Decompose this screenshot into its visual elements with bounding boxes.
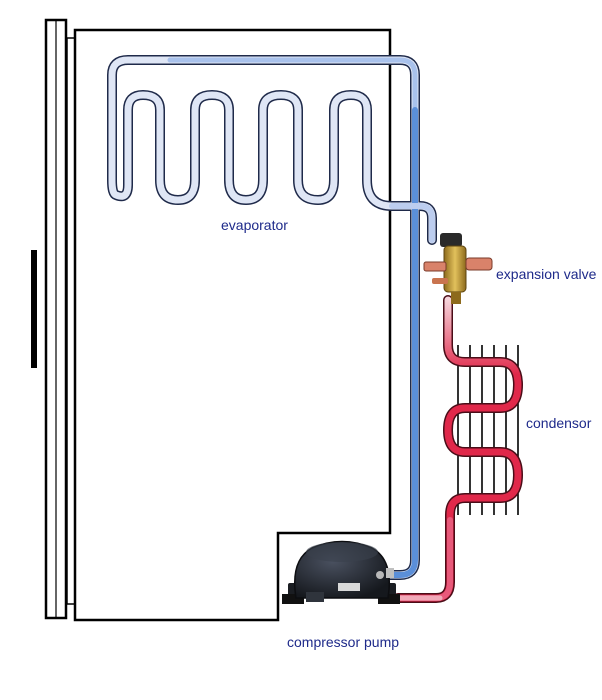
- expansion-valve-label: expansion valve: [496, 266, 597, 282]
- evaporator-coil: [107, 55, 437, 580]
- evaporator-label: evaporator: [221, 217, 288, 233]
- fridge-door: [44, 18, 76, 620]
- fridge-body: [73, 28, 392, 622]
- expansion-valve: [423, 233, 493, 304]
- condenser-fins: [457, 345, 519, 515]
- condenser-coil: [393, 295, 523, 603]
- door-handle: [31, 250, 37, 368]
- compressor-pump-label: compressor pump: [287, 634, 399, 650]
- compressor: [282, 540, 400, 604]
- condensor-label: condensor: [526, 415, 592, 431]
